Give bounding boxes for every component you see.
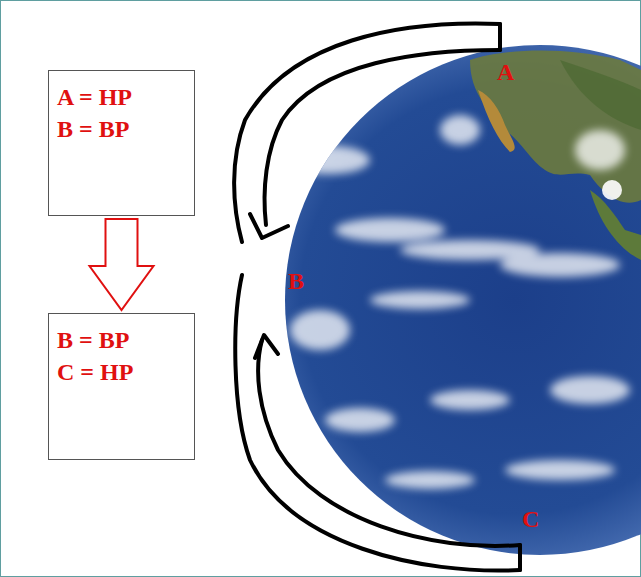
text-box: A = HPB = BP (48, 70, 195, 216)
pressure-line: A = HP (55, 81, 188, 113)
point-letter: C (522, 506, 539, 532)
point-letter: A (497, 59, 514, 85)
point-letter: B (288, 268, 304, 294)
pressure-line: C = HP (55, 356, 188, 388)
pressure-line: B = BP (55, 324, 188, 356)
pressure-line: B = BP (55, 113, 188, 145)
hollow-arrow (90, 219, 154, 310)
text-box: B = BPC = HP (48, 313, 195, 460)
